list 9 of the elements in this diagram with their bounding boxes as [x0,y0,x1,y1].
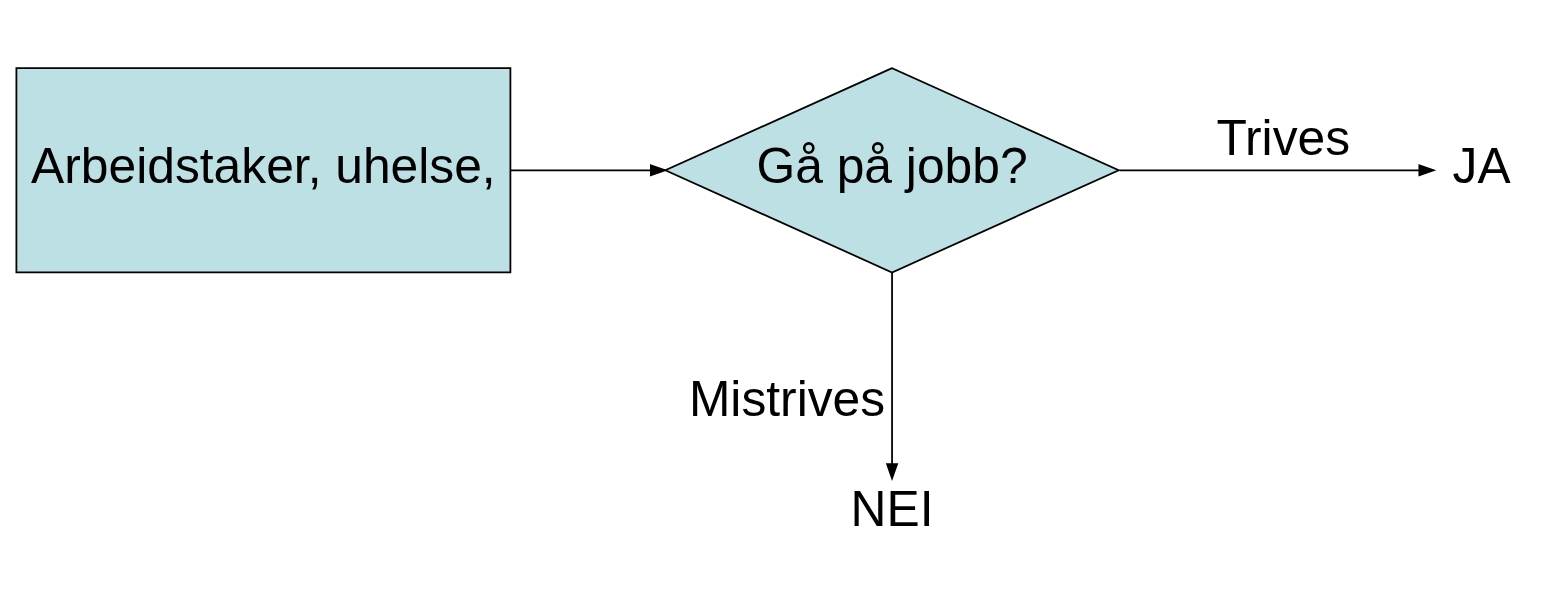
arrow [885,271,899,481]
arrow [509,163,668,176]
edge-label: Mistrives [688,370,886,427]
node-box: Arbeidstaker, uhelse, [15,66,512,273]
arrow [1118,163,1437,176]
edge-label: Trives [1216,109,1351,166]
node-diamond: Gå på jobb? [663,66,1121,273]
node-text: NEI [850,480,934,536]
node-text: JA [1452,137,1511,194]
